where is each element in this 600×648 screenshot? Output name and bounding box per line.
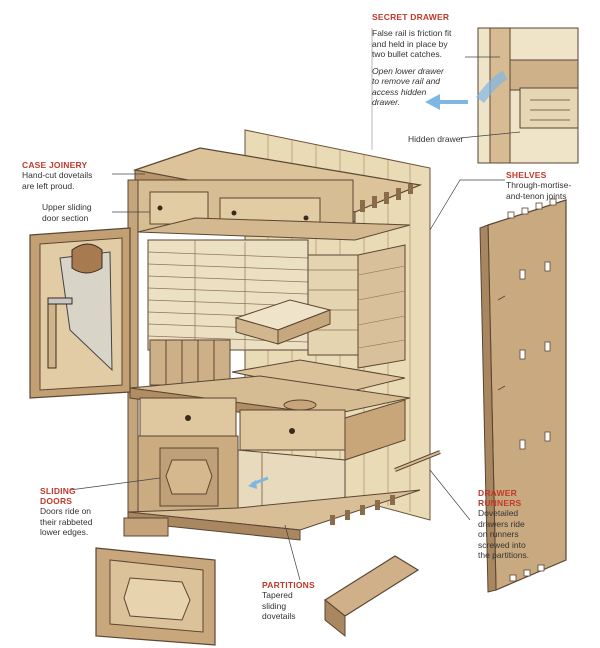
tool-door bbox=[29, 227, 131, 399]
sliding-doors-text-1: Doors ride on bbox=[40, 506, 92, 516]
side-panel bbox=[479, 198, 567, 593]
case-joinery-text-2: are left proud. bbox=[22, 180, 75, 191]
drawer-runners-text-4: screwed into bbox=[478, 539, 526, 550]
partitions-text-3: dovetails bbox=[262, 611, 296, 621]
drawer-runners-callout: DRAWER RUNNERS Dovetailed drawers ride o… bbox=[478, 488, 568, 561]
secret-drawer-title: SECRET DRAWER bbox=[372, 12, 450, 22]
secret-drawer-text-6: access hidden bbox=[372, 86, 427, 97]
drawer-runners-text-1: Dovetailed bbox=[478, 508, 519, 518]
partitions-callout: PARTITIONS Tapered sliding dovetails bbox=[262, 580, 342, 622]
secret-drawer-text-4: Open lower drawer bbox=[372, 65, 444, 76]
upper-door-text-2: door section bbox=[42, 212, 89, 223]
upper-door-callout: Upper sliding door section bbox=[42, 202, 122, 223]
secret-drawer-callout: SECRET DRAWER False rail is friction fit… bbox=[372, 12, 482, 108]
partitions-text-1: Tapered bbox=[262, 590, 293, 600]
hidden-drawer-label: Hidden drawer bbox=[408, 134, 464, 144]
drawer-runners-text-5: the partitions. bbox=[478, 550, 530, 560]
secret-drawer-text-2: and held in place by bbox=[372, 38, 448, 49]
upper-door-text-1: Upper sliding bbox=[42, 202, 92, 212]
sliding-doors-text-3: lower edges. bbox=[40, 527, 89, 537]
secret-drawer-text-1: False rail is friction fit bbox=[372, 28, 452, 38]
shelves-callout: SHELVES Through-mortise- and-tenon joint… bbox=[506, 170, 596, 201]
secret-drawer-inset bbox=[371, 27, 579, 164]
shelves-title: SHELVES bbox=[506, 170, 547, 180]
secret-drawer-text-7: drawer. bbox=[372, 97, 401, 107]
drawer-runners-title: DRAWER bbox=[478, 488, 517, 498]
case-joinery-title: CASE JOINERY bbox=[22, 160, 88, 170]
drawer-runners-text-2: drawers ride bbox=[478, 518, 525, 529]
secret-drawer-text-3: two bullet catches. bbox=[372, 49, 442, 59]
drawer-runners-text-3: on runners bbox=[478, 529, 519, 539]
partitions-title: PARTITIONS bbox=[262, 580, 315, 590]
sliding-doors-callout: SLIDING DOORS Doors ride on their rabbet… bbox=[40, 486, 120, 538]
base-rail bbox=[323, 555, 420, 638]
sliding-doors-title-2: DOORS bbox=[40, 496, 73, 506]
secret-drawer-text-5: to remove rail and bbox=[372, 76, 441, 86]
case-joinery-callout: CASE JOINERY Hand-cut dovetails are left… bbox=[22, 160, 122, 191]
sliding-doors-title: SLIDING bbox=[40, 486, 76, 496]
shelves-text-2: and-tenon joints bbox=[506, 190, 567, 201]
loose-door bbox=[95, 547, 216, 646]
leader-lines bbox=[69, 56, 521, 581]
drawer-runners-title-2: RUNNERS bbox=[478, 498, 522, 508]
sliding-doors-text-2: their rabbeted bbox=[40, 516, 93, 527]
case-joinery-text-1: Hand-cut dovetails bbox=[22, 170, 93, 180]
cabinet-carcass bbox=[123, 147, 441, 541]
partitions-text-2: sliding bbox=[262, 600, 287, 611]
shelves-text-1: Through-mortise- bbox=[506, 180, 572, 190]
